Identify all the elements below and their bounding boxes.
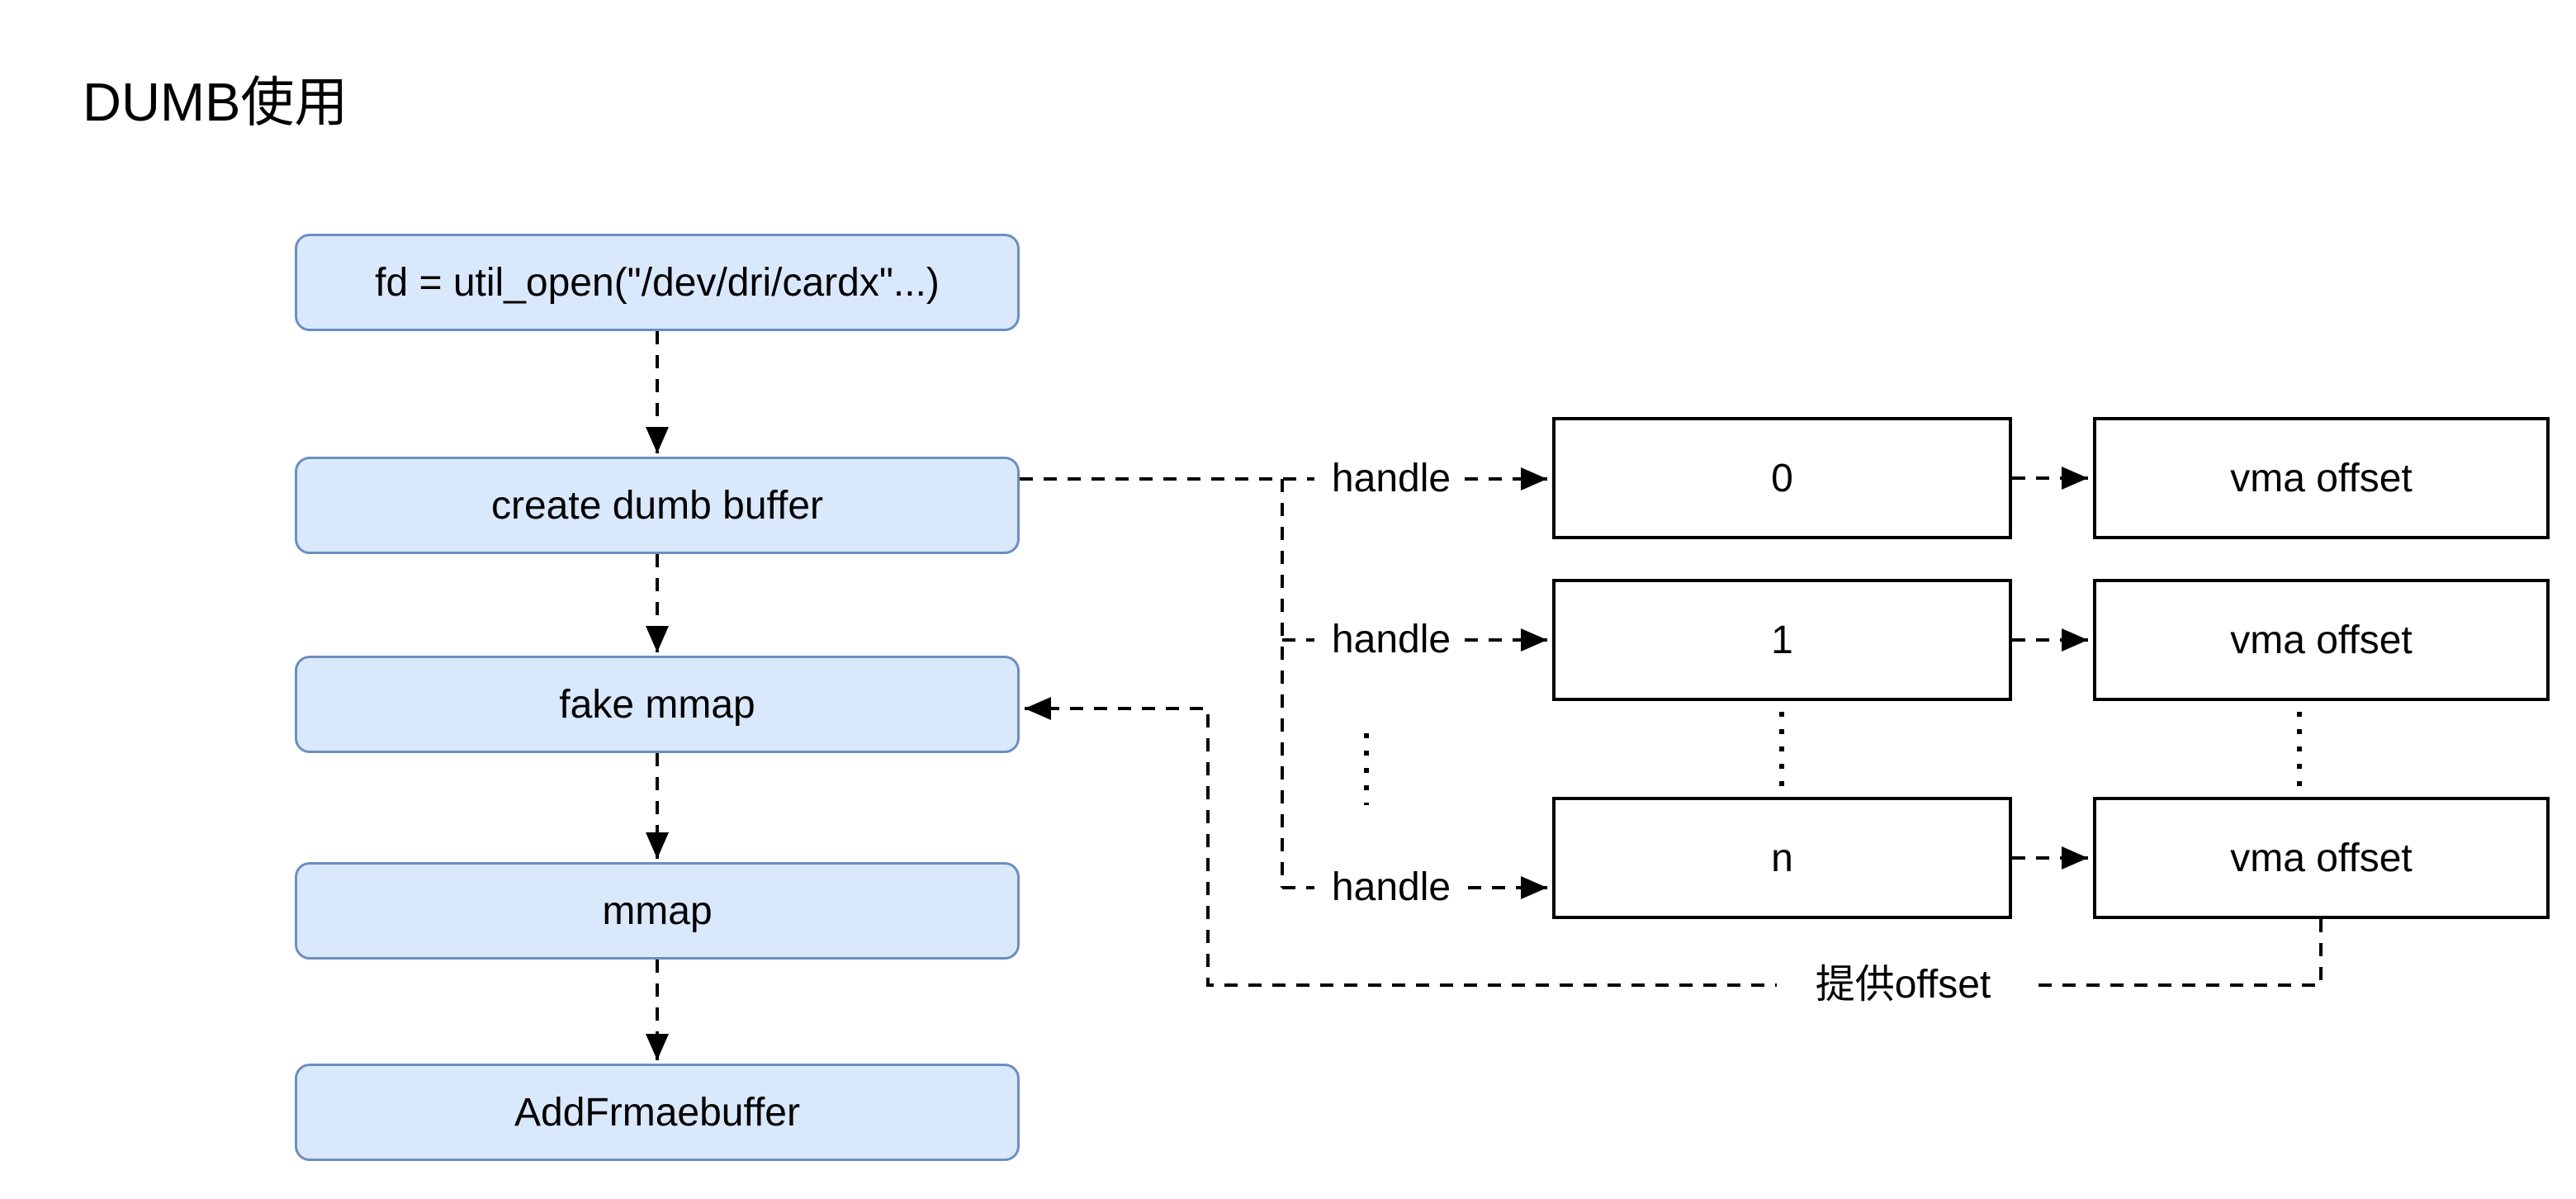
edge-provide-offset-return xyxy=(1025,697,2323,987)
handle-box-0: 0 xyxy=(1552,417,2012,539)
vma-offset-box-1-label: vma offset xyxy=(2230,618,2413,662)
handle-box-n: n xyxy=(1552,797,2012,919)
handle-edge-label-1: handle xyxy=(1331,618,1451,661)
flow-node-add-framebuffer: AddFrmaebuffer xyxy=(295,1064,1020,1161)
handle-box-1: 1 xyxy=(1552,579,2012,701)
flow-node-fd-open: fd = util_open("/dev/dri/cardx"...) xyxy=(295,234,1020,331)
flow-node-fake-mmap-label: fake mmap xyxy=(559,682,755,727)
handle-box-n-value: n xyxy=(1771,836,1793,880)
flow-node-create-dumb-buffer-label: create dumb buffer xyxy=(490,483,824,528)
handle-box-1-value: 1 xyxy=(1771,618,1793,662)
vma-offset-box-0: vma offset xyxy=(2093,417,2550,539)
page-title: DUMB使用 xyxy=(83,72,348,132)
vma-offset-box-1: vma offset xyxy=(2093,579,2550,701)
handle-edge-label-2: handle xyxy=(1331,865,1451,909)
vma-offset-box-0-label: vma offset xyxy=(2230,456,2413,500)
flow-node-fake-mmap: fake mmap xyxy=(295,656,1020,753)
vma-offset-box-n-label: vma offset xyxy=(2230,836,2413,880)
flow-node-fd-open-label: fd = util_open("/dev/dri/cardx"...) xyxy=(375,260,940,305)
flow-node-mmap: mmap xyxy=(295,862,1020,960)
flow-node-create-dumb-buffer: create dumb buffer xyxy=(295,457,1020,554)
flow-node-mmap-label: mmap xyxy=(602,889,713,933)
handle-edge-label-0: handle xyxy=(1331,457,1451,500)
flow-node-add-framebuffer-label: AddFrmaebuffer xyxy=(514,1090,800,1135)
provide-offset-label: 提供offset xyxy=(1777,958,2029,1012)
vma-offset-box-n: vma offset xyxy=(2093,797,2550,919)
handle-box-0-value: 0 xyxy=(1771,456,1793,500)
